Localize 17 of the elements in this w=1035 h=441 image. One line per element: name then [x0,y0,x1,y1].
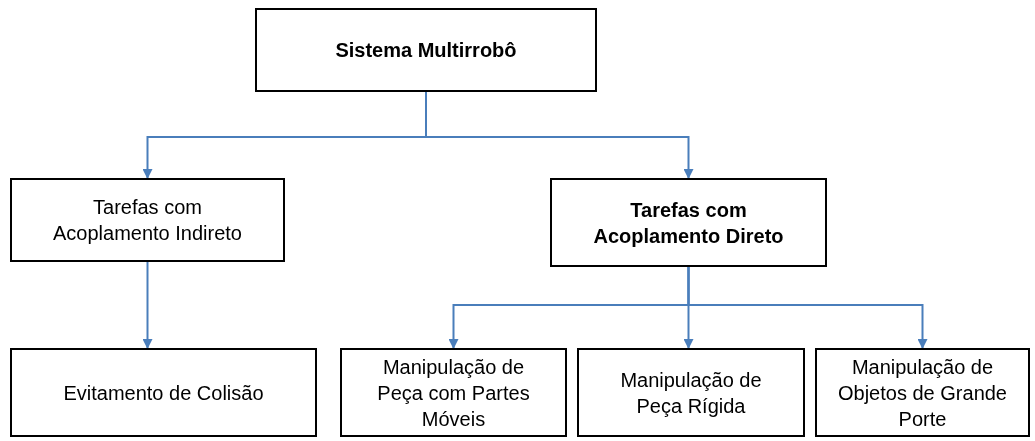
node-text: Tarefas com Acoplamento Indireto [52,195,243,246]
arrow [142,261,153,349]
node-text: Sistema Multirrobô [335,38,517,63]
arrow [687,266,928,349]
process-box [550,178,827,267]
process-box [10,348,317,437]
node-text: Manipulação de Peça Rígida [619,367,763,419]
node-text: Manipulação de Peça com Partes Móveis [376,354,531,432]
process-box [10,178,285,262]
node-text: Manipulação de Objetos de Grande Porte [837,354,1008,432]
arrow [425,91,694,179]
process-box [577,348,805,437]
process-box [340,348,567,437]
process-box [815,348,1030,437]
process-box [255,8,597,92]
node-text: Evitamento de Colisão [63,380,264,406]
node-text: Tarefas com Acoplamento Direto [592,197,785,249]
